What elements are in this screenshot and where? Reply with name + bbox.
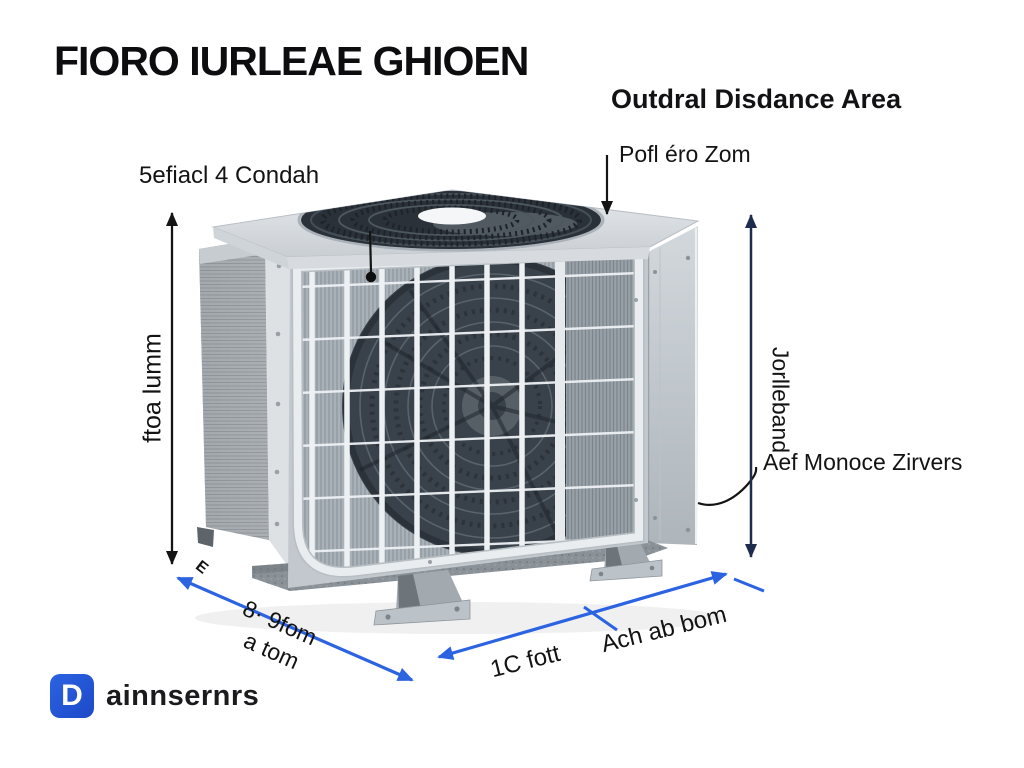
bottom-dimension-tail — [733, 577, 765, 593]
fan-center-logo-oval — [418, 207, 486, 225]
brand-logo-letter: D — [61, 679, 83, 712]
fan-leader-dot — [365, 271, 377, 283]
top-fan-grille — [297, 190, 605, 252]
bottom-dimension-tick — [583, 605, 618, 632]
right-height-dimension-label: Jorlleband — [767, 346, 794, 454]
brand-footer: D ainnsernrs — [50, 674, 259, 718]
fan-guard-frame — [292, 248, 643, 576]
page-title: FIORO IURLEAE GHIOEN — [54, 38, 529, 84]
brand-name: ainnsernrs — [106, 679, 260, 712]
diagonal-depth-dimension-arrow — [176, 576, 414, 682]
bottom-width-dimension-arrow — [437, 571, 728, 660]
brand-logo-icon: D — [50, 674, 94, 718]
fan-leader-line — [368, 230, 373, 273]
left-height-dimension-label: ftoa lumm — [138, 333, 167, 443]
left-coil-panel — [197, 238, 269, 547]
side-label-leader-curve — [697, 466, 758, 506]
clearance-heading: Outdral Disdance Area — [611, 84, 902, 114]
top-clearance-label: Pofl éro Zom — [619, 141, 751, 167]
fan-guard-interior — [297, 253, 639, 573]
right-side-panel — [646, 226, 698, 545]
side-service-label: Aef Monoce Zirvers — [763, 449, 963, 475]
fan-section-label: 5efiacl 4 Condah — [139, 162, 320, 189]
front-left-pillar — [265, 238, 292, 572]
annotation-lines — [166, 155, 765, 682]
top-lid — [211, 189, 700, 269]
